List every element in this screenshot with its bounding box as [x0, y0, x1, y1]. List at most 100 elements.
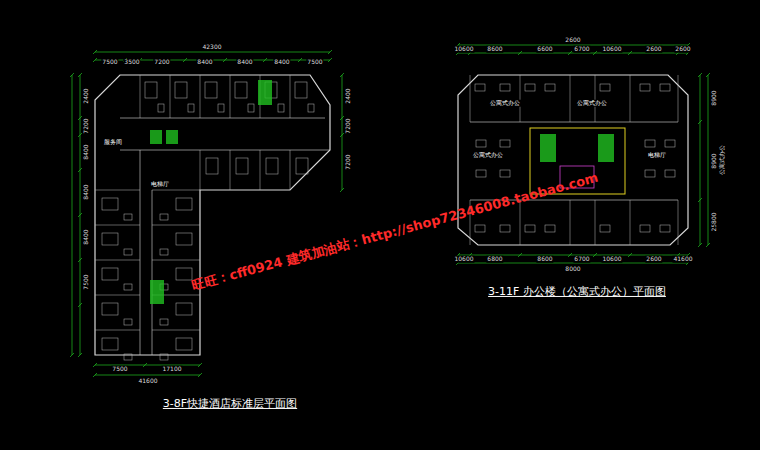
hotel-rooms	[95, 75, 314, 360]
room-wall	[520, 75, 521, 122]
dimension-tick	[628, 51, 632, 55]
dimension-tick	[93, 363, 97, 367]
dimension-tick	[698, 73, 702, 77]
bed-symbol	[176, 338, 192, 350]
bed-symbol	[102, 268, 118, 280]
room-label: 公寓式办公	[472, 152, 504, 159]
bath-symbol	[160, 214, 168, 220]
dimension-tick	[198, 373, 202, 377]
bed-symbol	[176, 198, 192, 210]
dimension: 8600	[536, 256, 553, 263]
dimension: 10600	[601, 256, 622, 263]
bed-symbol	[102, 233, 118, 245]
plan-caption: 3-11F 办公楼（公寓式办公）平面图	[488, 286, 666, 298]
dimension-tick	[340, 188, 344, 192]
room-wall	[678, 75, 679, 122]
dimension-tick	[518, 51, 522, 55]
dimension-tick	[93, 373, 97, 377]
bath-symbol	[158, 104, 164, 112]
room-wall	[95, 225, 140, 226]
desk-symbol	[500, 84, 510, 91]
room-wall	[595, 75, 596, 122]
bath-symbol	[124, 214, 132, 220]
room-wall	[595, 200, 596, 245]
dimension: 7500	[101, 59, 118, 66]
bed-symbol	[296, 158, 308, 174]
dimension-ticks	[70, 43, 710, 377]
dimension-tick	[93, 50, 97, 54]
bath-symbol	[308, 104, 314, 112]
desk-symbol	[640, 84, 650, 91]
dimension-tick	[70, 73, 74, 77]
room-wall	[678, 200, 679, 245]
desk-symbol	[600, 84, 610, 91]
dimension-tick	[628, 253, 632, 257]
dimension: 41600	[672, 256, 693, 263]
dimension-tick	[706, 73, 710, 77]
dimension-tick	[78, 168, 82, 172]
room-label: 公寓式办公	[576, 100, 608, 107]
bath-symbol	[124, 249, 132, 255]
bed-symbol	[102, 338, 118, 350]
dimension-tick	[223, 58, 227, 62]
desk-symbol	[500, 170, 510, 177]
hotel-plan	[95, 75, 330, 355]
room-wall	[152, 225, 200, 226]
room-wall	[630, 200, 631, 245]
dimension-tick	[78, 303, 82, 307]
dimension-tick	[183, 58, 187, 62]
dimension: 25800	[711, 211, 718, 232]
dimension: 8000	[564, 266, 581, 273]
room-wall	[260, 150, 261, 190]
bed-symbol	[266, 158, 278, 174]
dimension-tick	[698, 243, 702, 247]
dimension-tick	[568, 253, 572, 257]
dimension-tick	[198, 363, 202, 367]
room-wall	[95, 190, 140, 191]
room-label: 电梯厅	[647, 152, 667, 159]
room-label: 电梯厅	[150, 181, 170, 188]
desk-symbol	[525, 84, 535, 91]
office-rooms	[470, 75, 678, 245]
dimension-tick	[698, 120, 702, 124]
bed-symbol	[176, 233, 192, 245]
dimension-tick	[698, 198, 702, 202]
dimension: 6700	[573, 46, 590, 53]
dimension: 8400	[83, 143, 90, 160]
dimension-tick	[593, 51, 597, 55]
dimension: 10600	[453, 256, 474, 263]
desk-symbol	[645, 170, 655, 177]
bed-symbol	[236, 158, 248, 174]
bed-symbol	[176, 268, 192, 280]
bath-symbol	[160, 249, 168, 255]
room-wall	[200, 75, 201, 118]
dimension-tick	[340, 73, 344, 77]
dimension: 17100	[161, 366, 182, 373]
dimension: 6600	[536, 46, 553, 53]
desk-symbol	[600, 225, 610, 232]
plan-caption: 3-8F快捷酒店标准层平面图	[163, 398, 297, 410]
bath-symbol	[124, 354, 132, 360]
dimension: 2600	[645, 46, 662, 53]
dimension: 8400	[236, 59, 253, 66]
room-wall	[520, 200, 521, 245]
dimension: 6700	[573, 256, 590, 263]
desk-symbol	[500, 140, 510, 147]
dimension: 2400	[83, 87, 90, 104]
dimension-tick	[78, 73, 82, 77]
room-label: 服务间	[103, 139, 123, 146]
bed-symbol	[102, 198, 118, 210]
room-wall	[95, 330, 140, 331]
room-wall	[290, 75, 291, 118]
desk-symbol	[640, 225, 650, 232]
dimension: 8400	[273, 59, 290, 66]
dimension: 2600	[645, 256, 662, 263]
office-plan	[458, 75, 688, 245]
room-wall	[470, 75, 471, 122]
dimension: 7500	[111, 366, 128, 373]
dimension-tick	[340, 116, 344, 120]
dimension: 3500	[123, 59, 140, 66]
dimension: 8900	[711, 152, 718, 169]
dimension: 10600	[601, 46, 622, 53]
